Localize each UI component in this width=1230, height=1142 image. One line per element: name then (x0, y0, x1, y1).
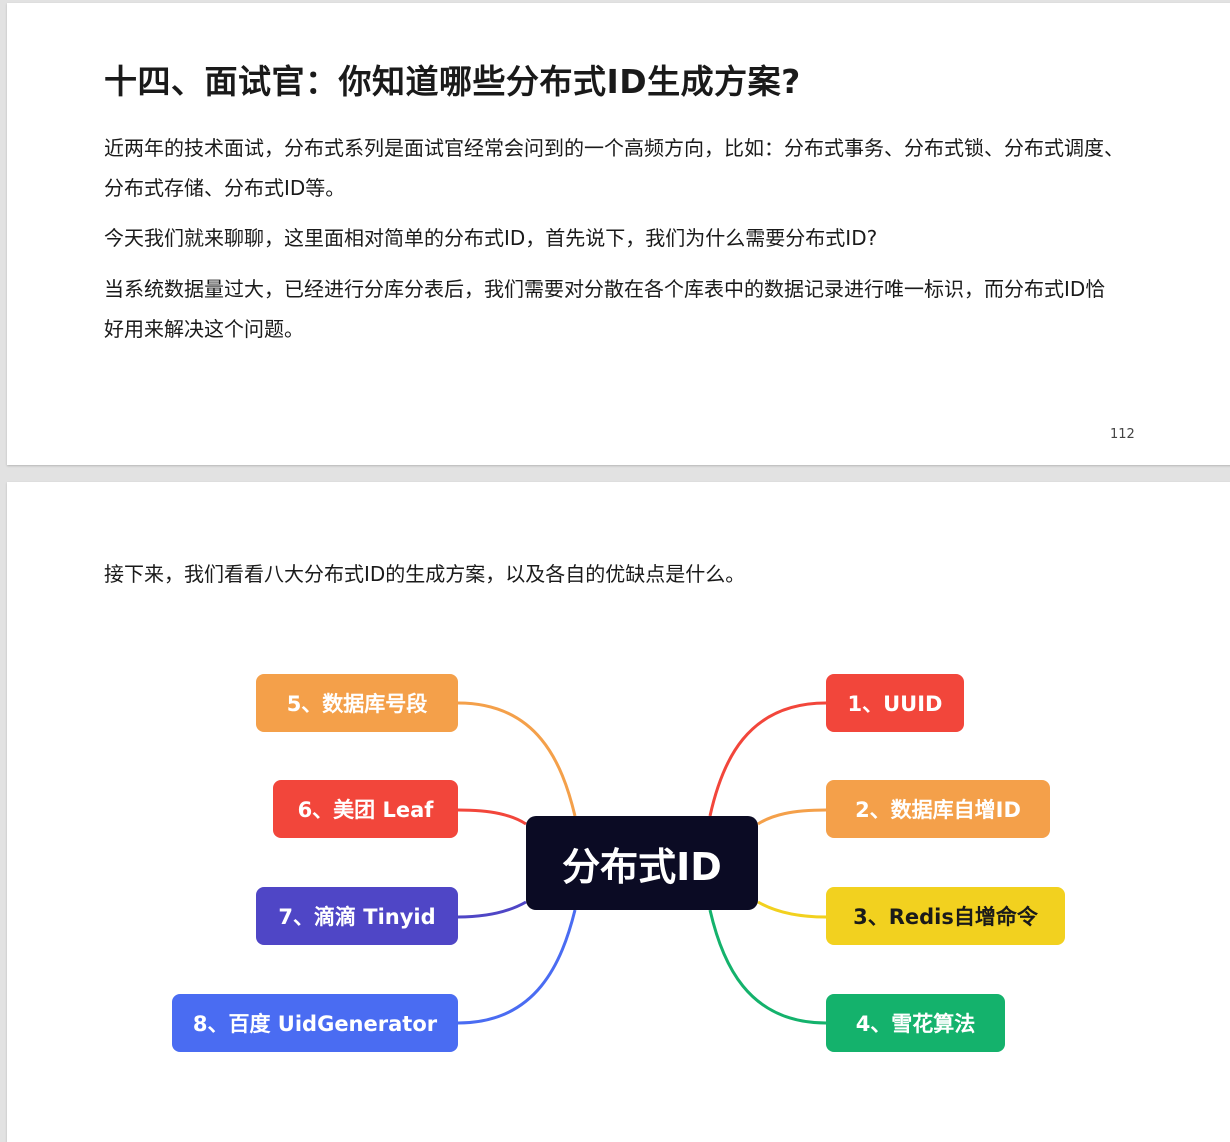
paragraph-2: 今天我们就来聊聊，这里面相对简单的分布式ID，首先说下，我们为什么需要分布式ID… (104, 226, 878, 250)
link-1 (708, 701, 827, 817)
node-db-segment: 5、数据库号段 (256, 674, 458, 732)
document-page-112: 十四、面试官：你知道哪些分布式ID生成方案? 近两年的技术面试，分布式系列是面试… (7, 3, 1230, 465)
node-redis: 3、Redis自增命令 (826, 887, 1065, 945)
node-baidu-uidgenerator: 8、百度 UidGenerator (172, 994, 458, 1052)
node-db-auto-increment: 2、数据库自增ID (826, 780, 1050, 838)
link-4 (708, 909, 827, 1025)
node-meituan-leaf: 6、美团 Leaf (273, 780, 458, 838)
link-2 (757, 808, 827, 826)
node-snowflake: 4、雪花算法 (826, 994, 1005, 1052)
page-number: 112 (1110, 427, 1135, 442)
node-didi-tinyid: 7、滴滴 Tinyid (256, 887, 458, 945)
mindmap-center-node: 分布式ID (526, 816, 758, 910)
link-3 (757, 900, 827, 919)
document-page-113: 接下来，我们看看八大分布式ID的生成方案，以及各自的优缺点是什么。 分布式ID … (7, 482, 1230, 1142)
node-uuid: 1、UUID (826, 674, 964, 732)
mindmap-links (457, 701, 827, 1025)
section-title: 十四、面试官：你知道哪些分布式ID生成方案? (104, 62, 801, 101)
link-7 (457, 900, 527, 919)
link-5 (457, 701, 577, 817)
link-8 (457, 909, 577, 1025)
paragraph-3: 当系统数据量过大，已经进行分库分表后，我们需要对分散在各个库表中的数据记录进行唯… (104, 277, 1106, 341)
intro-paragraph: 接下来，我们看看八大分布式ID的生成方案，以及各自的优缺点是什么。 (104, 562, 746, 586)
paragraph-1: 近两年的技术面试，分布式系列是面试官经常会问到的一个高频方向，比如：分布式事务、… (104, 136, 1124, 200)
link-6 (457, 808, 527, 826)
